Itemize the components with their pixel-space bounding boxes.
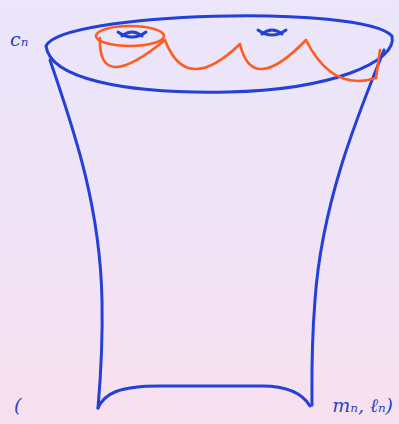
left-side xyxy=(50,60,102,408)
scalloped-curve xyxy=(100,38,380,81)
math-label: mₙ, ℓₙ) xyxy=(332,396,393,415)
math-label: cₙ xyxy=(10,30,28,49)
handle xyxy=(258,30,286,35)
meridian-loop xyxy=(96,26,164,46)
right-side xyxy=(312,50,384,405)
handle xyxy=(122,32,142,36)
top-boundary xyxy=(46,16,392,92)
math-label: ( xyxy=(14,396,21,415)
handle xyxy=(262,30,282,34)
handle xyxy=(118,32,146,37)
bottom-boundary xyxy=(98,386,310,408)
